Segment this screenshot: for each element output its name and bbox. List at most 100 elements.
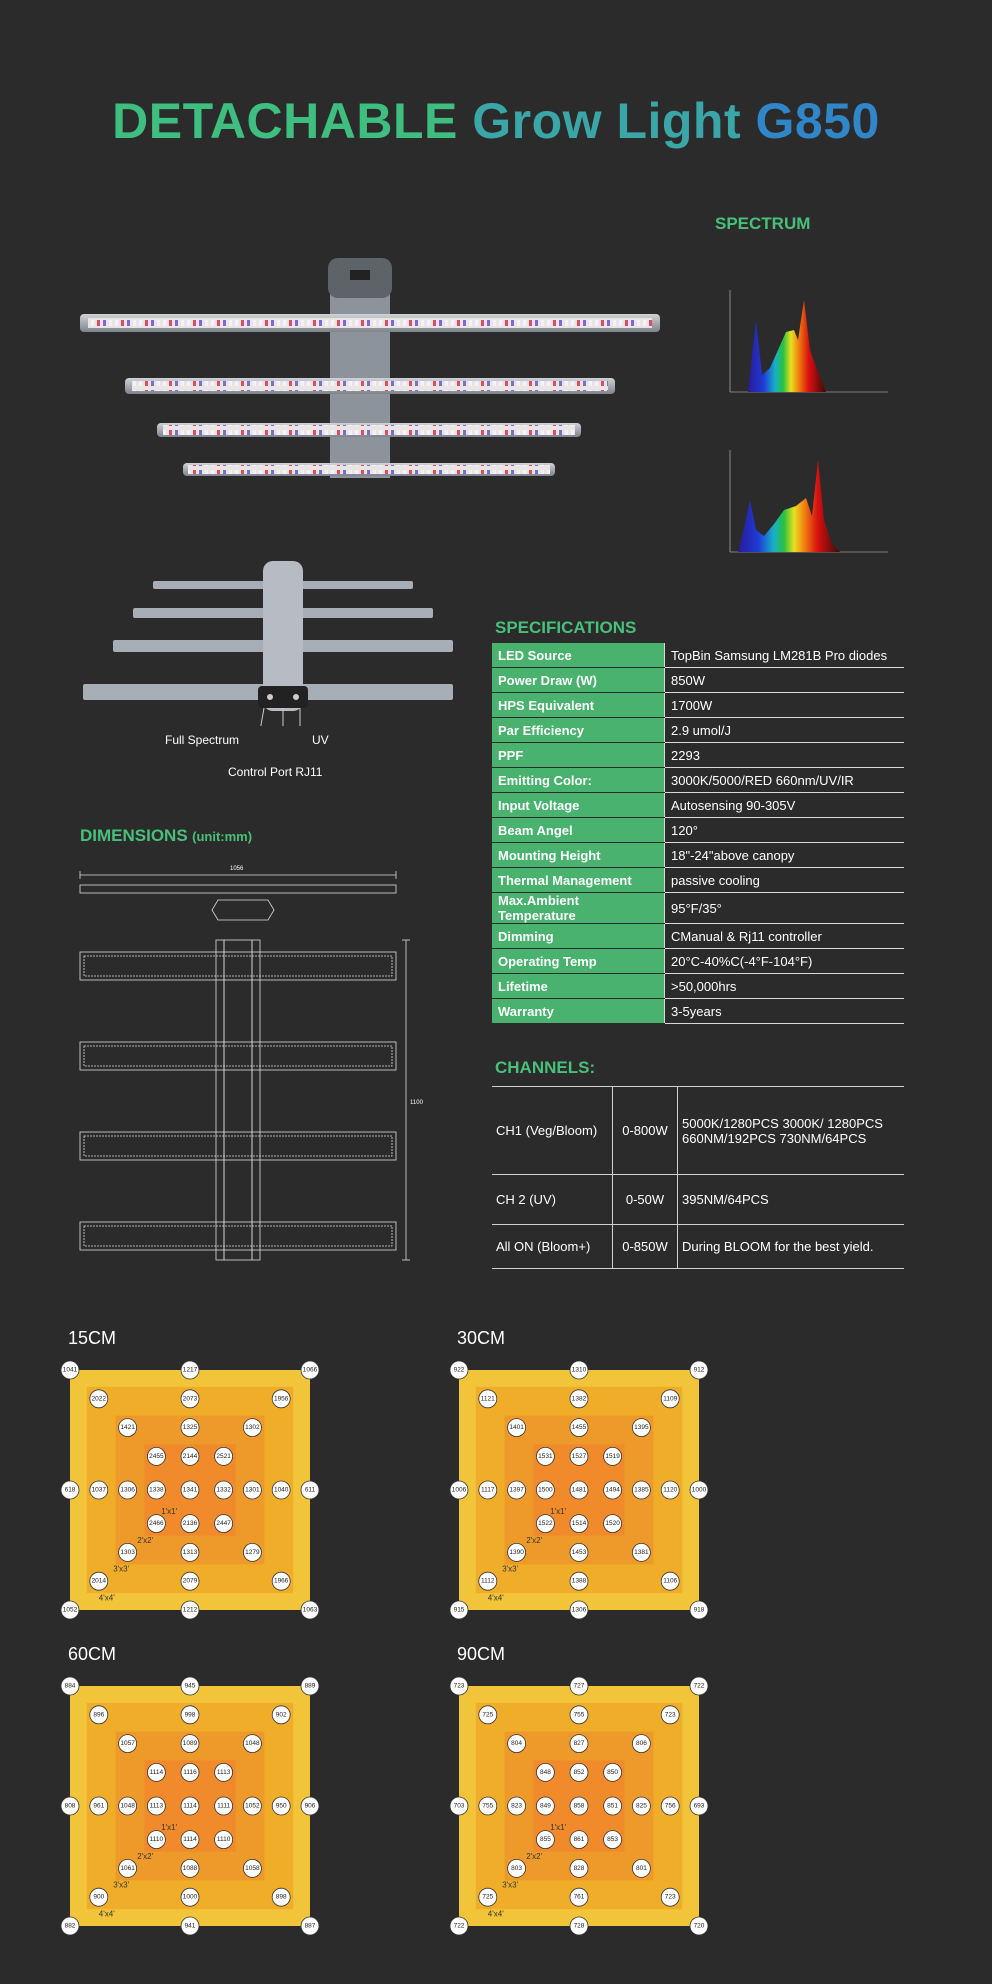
ppfd-value: 1341 (183, 1487, 198, 1494)
ppfd-area-label: 2'x2' (137, 1536, 153, 1545)
ppfd-point (300, 1676, 320, 1696)
ppfd-value: 882 (65, 1923, 76, 1930)
ppfd-point (147, 1514, 166, 1534)
ppfd-value: 1388 (572, 1578, 587, 1585)
channel-power: 0-850W (612, 1224, 678, 1269)
ppfd-point (660, 1571, 680, 1591)
ppfd-point (180, 1763, 200, 1782)
ppfd-point (118, 1480, 137, 1500)
spec-value: 18"-24"above canopy (664, 842, 904, 868)
ppfd-value: 2079 (183, 1578, 198, 1585)
ppfd-value: 889 (305, 1683, 316, 1690)
ppfd-point (569, 1600, 589, 1620)
ppfd-point (449, 1796, 469, 1816)
ppfd-value: 1279 (245, 1549, 260, 1556)
spec-key: Max.Ambient Temperature (492, 892, 665, 924)
ppfd-point (449, 1916, 469, 1936)
ppfd-value: 1048 (245, 1740, 260, 1747)
ppfd-value: 1381 (634, 1549, 649, 1556)
dimensions-unit: (unit:mm) (192, 829, 253, 844)
ppfd-point (449, 1360, 469, 1380)
ppfd-value: 1000 (692, 1487, 707, 1494)
ppfd-point (631, 1796, 651, 1816)
ppfd-point (118, 1858, 137, 1878)
ppfd-point (180, 1514, 200, 1534)
ppfd-point (478, 1389, 498, 1409)
ppfd-value: 1531 (538, 1453, 553, 1460)
product-image-side (83, 561, 453, 726)
ppfd-point (180, 1676, 200, 1696)
ppfd-point (536, 1763, 555, 1782)
ppfd-value: 1109 (663, 1395, 677, 1402)
ppfd-value: 1313 (183, 1549, 198, 1556)
ppfd-point (449, 1600, 469, 1620)
ppfd-point (271, 1571, 291, 1591)
spectrum-chart-1 (729, 290, 888, 393)
ppfd-value: 1114 (183, 1836, 197, 1843)
ppfd-area-label: 2'x2' (137, 1852, 153, 1861)
ppfd-area-label: 4'x4' (99, 1909, 115, 1918)
ppfd-value: 1000 (183, 1894, 198, 1901)
ppfd-value: 853 (607, 1836, 618, 1843)
ppfd-value: 755 (482, 1803, 493, 1810)
ppfd-point (180, 1830, 200, 1850)
ppfd-point (689, 1916, 709, 1936)
ppfd-value: 828 (574, 1865, 585, 1872)
ppfd-point (569, 1447, 589, 1466)
ppfd-value: 1058 (245, 1865, 260, 1872)
ppfd-point (660, 1480, 680, 1500)
ppfd-point (569, 1676, 589, 1696)
ppfd-value: 725 (482, 1711, 493, 1718)
title-part-detachable: DETACHABLE (112, 93, 458, 149)
ppfd-area-label: 1'x1' (550, 1507, 566, 1516)
ppfd-point (242, 1418, 262, 1437)
ppfd-point (603, 1480, 623, 1500)
ppfd-point (569, 1360, 589, 1380)
ppfd-point (60, 1480, 80, 1500)
ppfd-point (603, 1447, 623, 1466)
ppfd-point (569, 1480, 589, 1500)
ppfd-point (214, 1763, 234, 1782)
ppfd-value: 945 (185, 1683, 196, 1690)
spec-key: Par Efficiency (492, 717, 665, 743)
ppfd-value: 1500 (538, 1487, 553, 1494)
title-part-grow-light: Grow Light (472, 93, 742, 149)
spec-value: 120° (664, 817, 904, 843)
ppfd-value: 1395 (634, 1424, 649, 1431)
ppfd-point (147, 1830, 166, 1850)
ppfd-value: 1481 (572, 1487, 587, 1494)
ppfd-point (569, 1734, 589, 1753)
ppfd-point (242, 1858, 262, 1878)
ppfd-value: 1527 (572, 1453, 587, 1460)
spec-key: Lifetime (492, 973, 665, 999)
ppfd-value: 1212 (183, 1607, 198, 1614)
ppfd-point (569, 1916, 589, 1936)
spec-value: 2.9 umol/J (664, 717, 904, 743)
ppfd-point (271, 1796, 291, 1816)
channel-name: All ON (Bloom+) (492, 1224, 613, 1269)
ppfd-area-label: 3'x3' (113, 1881, 129, 1890)
ppfd-value: 2073 (183, 1395, 198, 1402)
ppfd-value: 884 (65, 1683, 76, 1690)
ppfd-area-label: 4'x4' (488, 1909, 504, 1918)
length-dimension-label: 1100 (410, 1100, 423, 1106)
ppfd-point (478, 1571, 498, 1591)
channel-detail: During BLOOM for the best yield. (677, 1224, 904, 1269)
spec-value: >50,000hrs (664, 973, 904, 999)
dimensions-heading: DIMENSIONS (unit:mm) (80, 826, 252, 846)
ppfd-value: 1306 (572, 1607, 587, 1614)
ppfd-value: 1041 (63, 1367, 78, 1374)
ppfd-value: 1332 (216, 1487, 231, 1494)
spec-key: Emitting Color: (492, 767, 665, 793)
ppfd-point (507, 1418, 526, 1437)
ppfd-height-label: 30CM (457, 1328, 506, 1348)
ppfd-height-label: 90CM (457, 1644, 506, 1664)
ppfd-point (507, 1542, 526, 1562)
ppfd-value: 825 (636, 1803, 647, 1810)
ppfd-value: 855 (540, 1836, 551, 1843)
ppfd-value: 998 (185, 1711, 196, 1718)
ppfd-value: 611 (305, 1487, 316, 1494)
ppfd-point (242, 1796, 262, 1816)
